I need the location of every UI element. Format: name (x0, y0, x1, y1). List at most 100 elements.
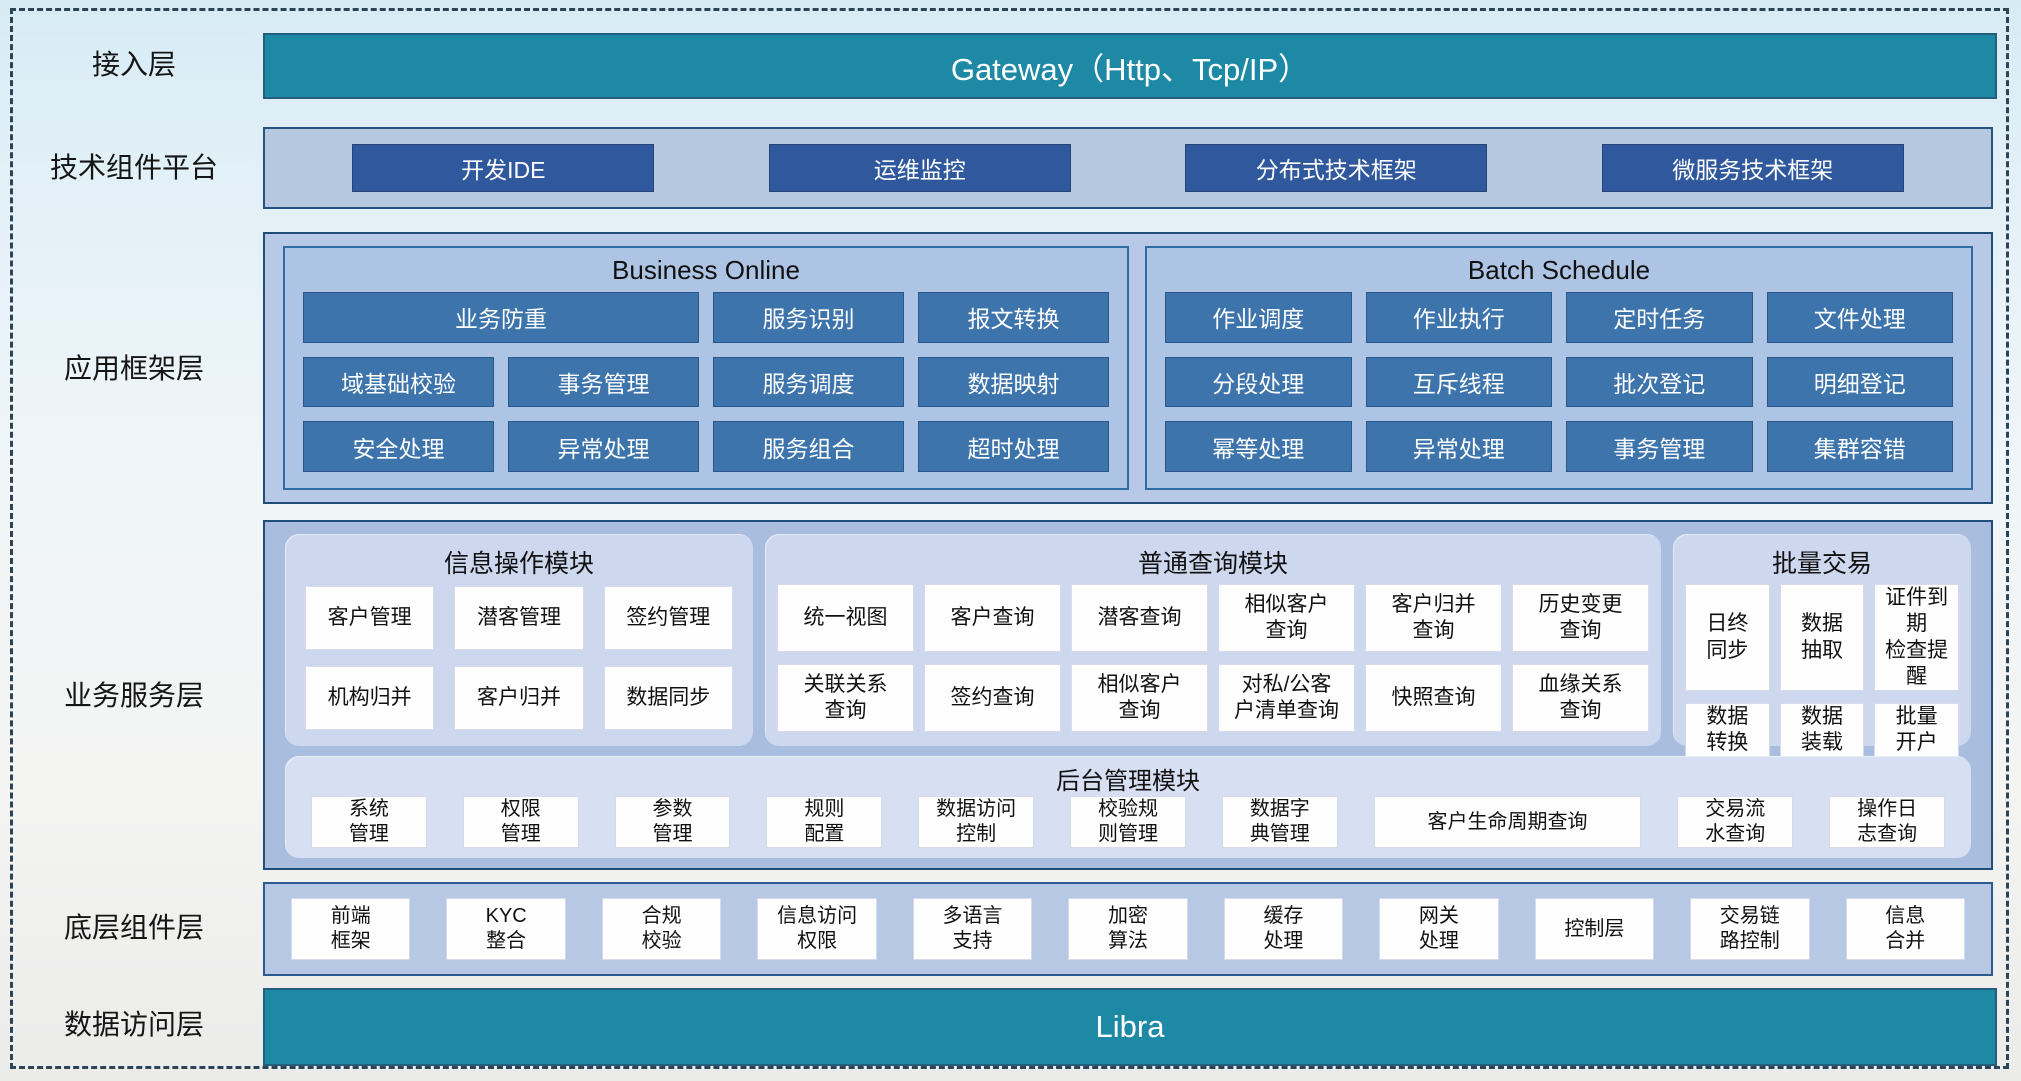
component-layer-container: 前端 框架 KYC 整合 合规 校验 信息访问 权限 多语言 支持 加密 算法 … (263, 882, 1993, 976)
service-card: 历史变更 查询 (1512, 584, 1649, 652)
component-layer-grid: 前端 框架 KYC 整合 合规 校验 信息访问 权限 多语言 支持 加密 算法 … (265, 884, 1991, 974)
admin-card: 交易流 水查询 (1677, 796, 1794, 848)
component-card: 信息访问 权限 (757, 898, 877, 960)
framework-button: 幂等处理 (1165, 421, 1352, 472)
component-card: 多语言 支持 (912, 898, 1033, 960)
admin-card: 校验规 则管理 (1070, 796, 1186, 848)
framework-button: 数据映射 (918, 356, 1109, 408)
service-card: 签约管理 (603, 586, 733, 650)
admin-module-grid: 系统 管理 权限 管理 参数 管理 规则 配置 数据访问 控制 校验规 则管理 … (285, 796, 1971, 858)
tech-button: 开发IDE (352, 144, 655, 192)
business-online-grid: 业务防重 服务识别 报文转换 域基础校验 事务管理 服务调度 数据映射 安全处理… (285, 292, 1127, 488)
framework-button: 异常处理 (1365, 421, 1552, 472)
framework-button: 报文转换 (918, 292, 1109, 343)
admin-card: 参数 管理 (614, 796, 731, 848)
service-card: 数据 抽取 (1779, 584, 1865, 691)
framework-button: 服务调度 (713, 356, 904, 408)
service-card: 统一视图 (777, 584, 914, 652)
layer-label-service: 业务服务层 (63, 680, 204, 711)
service-card: 对私/公客 户清单查询 (1218, 664, 1355, 732)
service-card: 数据 装载 (1779, 703, 1865, 758)
component-card: 缓存 处理 (1223, 898, 1344, 960)
admin-module-panel: 后台管理模块 系统 管理 权限 管理 参数 管理 规则 配置 数据访问 控制 校… (285, 756, 1971, 858)
batch-schedule-panel: Batch Schedule 作业调度 作业执行 定时任务 文件处理 分段处理 … (1145, 246, 1973, 490)
component-card: 合规 校验 (601, 898, 722, 960)
component-card: 前端 框架 (291, 898, 411, 960)
admin-card: 数据访问 控制 (918, 796, 1035, 848)
service-card: 客户归并 (454, 666, 584, 730)
admin-card: 权限 管理 (462, 796, 579, 848)
framework-button: 互斥线程 (1365, 356, 1552, 408)
admin-card: 数据字 典管理 (1221, 796, 1338, 848)
layer-label-component: 底层组件层 (63, 912, 204, 943)
admin-card: 客户生命周期查询 (1373, 796, 1642, 848)
component-card: 交易链 路控制 (1690, 898, 1810, 960)
tech-platform-row: 开发IDE 运维监控 分布式技术框架 微服务技术框架 (263, 127, 1993, 209)
framework-button: 分段处理 (1165, 356, 1352, 408)
component-card: 网关 处理 (1379, 898, 1499, 960)
framework-layer-container: Business Online 业务防重 服务识别 报文转换 域基础校验 事务管… (263, 232, 1993, 504)
service-card: 关联关系 查询 (777, 664, 914, 732)
tech-button: 运维监控 (768, 144, 1071, 192)
service-layer-container: 信息操作模块 客户管理 潜客管理 签约管理 机构归并 客户归并 数据同步 普通查… (263, 520, 1993, 870)
service-card: 数据同步 (603, 666, 733, 730)
admin-card: 规则 配置 (766, 796, 883, 848)
query-module-title: 普通查询模块 (1137, 550, 1288, 578)
layer-label-framework: 应用框架层 (63, 353, 204, 384)
component-card: 信息 合并 (1845, 898, 1965, 960)
framework-button: 服务识别 (713, 292, 904, 343)
service-card: 批量 开户 (1874, 703, 1959, 758)
service-card: 数据 转换 (1685, 703, 1770, 758)
service-card: 相似客户 查询 (1071, 664, 1208, 732)
service-card: 日终 同步 (1685, 584, 1770, 691)
component-card: 控制层 (1534, 898, 1655, 960)
service-layer-top-row: 信息操作模块 客户管理 潜客管理 签约管理 机构归并 客户归并 数据同步 普通查… (285, 534, 1971, 758)
framework-button: 事务管理 (508, 356, 699, 408)
service-card: 证件到期 检查提醒 (1874, 584, 1959, 691)
query-module-grid: 统一视图 客户查询 潜客查询 相似客户 查询 客户归并 查询 历史变更 查询 关… (765, 580, 1661, 746)
batch-module-grid: 日终 同步 数据 抽取 证件到期 检查提醒 数据 转换 数据 装载 批量 开户 (1673, 580, 1971, 772)
framework-button: 作业执行 (1365, 292, 1552, 343)
framework-button: 业务防重 (303, 292, 699, 343)
service-card: 快照查询 (1365, 664, 1502, 732)
framework-button: 文件处理 (1766, 292, 1953, 343)
service-card: 客户查询 (924, 584, 1061, 652)
service-card: 客户管理 (305, 586, 435, 650)
service-card: 相似客户 查询 (1218, 584, 1355, 652)
admin-module-title: 后台管理模块 (1056, 767, 1200, 795)
batch-module-panel: 批量交易 日终 同步 数据 抽取 证件到期 检查提醒 数据 转换 数据 装载 批… (1673, 534, 1971, 758)
service-card: 机构归并 (305, 666, 435, 730)
component-card: KYC 整合 (446, 898, 566, 960)
admin-card: 系统 管理 (311, 796, 427, 848)
framework-button: 超时处理 (918, 421, 1109, 472)
gateway-bar: Gateway（Http、Tcp/IP） (263, 33, 1997, 99)
service-card: 潜客查询 (1071, 584, 1208, 652)
admin-card: 操作日 志查询 (1829, 796, 1945, 848)
business-online-panel: Business Online 业务防重 服务识别 报文转换 域基础校验 事务管… (283, 246, 1129, 490)
service-card: 血缘关系 查询 (1512, 664, 1649, 732)
framework-button: 集群容错 (1766, 421, 1953, 472)
business-online-title: Business Online (612, 254, 800, 285)
service-card: 潜客管理 (454, 586, 584, 650)
service-card: 签约查询 (924, 664, 1061, 732)
libra-bar: Libra (263, 988, 1997, 1066)
layer-label-tech: 技术组件平台 (49, 152, 218, 183)
layer-label-access: 接入层 (91, 49, 176, 80)
framework-button: 异常处理 (508, 421, 699, 472)
framework-button: 批次登记 (1566, 356, 1753, 408)
framework-button: 明细登记 (1766, 356, 1953, 408)
framework-button: 服务组合 (713, 421, 904, 472)
tech-button: 微服务技术框架 (1601, 144, 1904, 192)
layer-label-data: 数据访问层 (63, 1009, 204, 1040)
service-card: 客户归并 查询 (1365, 584, 1502, 652)
info-module-title: 信息操作模块 (443, 550, 594, 578)
framework-button: 作业调度 (1165, 292, 1352, 343)
framework-button: 定时任务 (1566, 292, 1753, 343)
framework-button: 域基础校验 (303, 356, 494, 408)
component-card: 加密 算法 (1068, 898, 1188, 960)
tech-button: 分布式技术框架 (1185, 144, 1488, 192)
framework-button: 安全处理 (303, 421, 494, 472)
info-module-panel: 信息操作模块 客户管理 潜客管理 签约管理 机构归并 客户归并 数据同步 (285, 534, 753, 746)
batch-schedule-grid: 作业调度 作业执行 定时任务 文件处理 分段处理 互斥线程 批次登记 明细登记 … (1147, 292, 1971, 488)
